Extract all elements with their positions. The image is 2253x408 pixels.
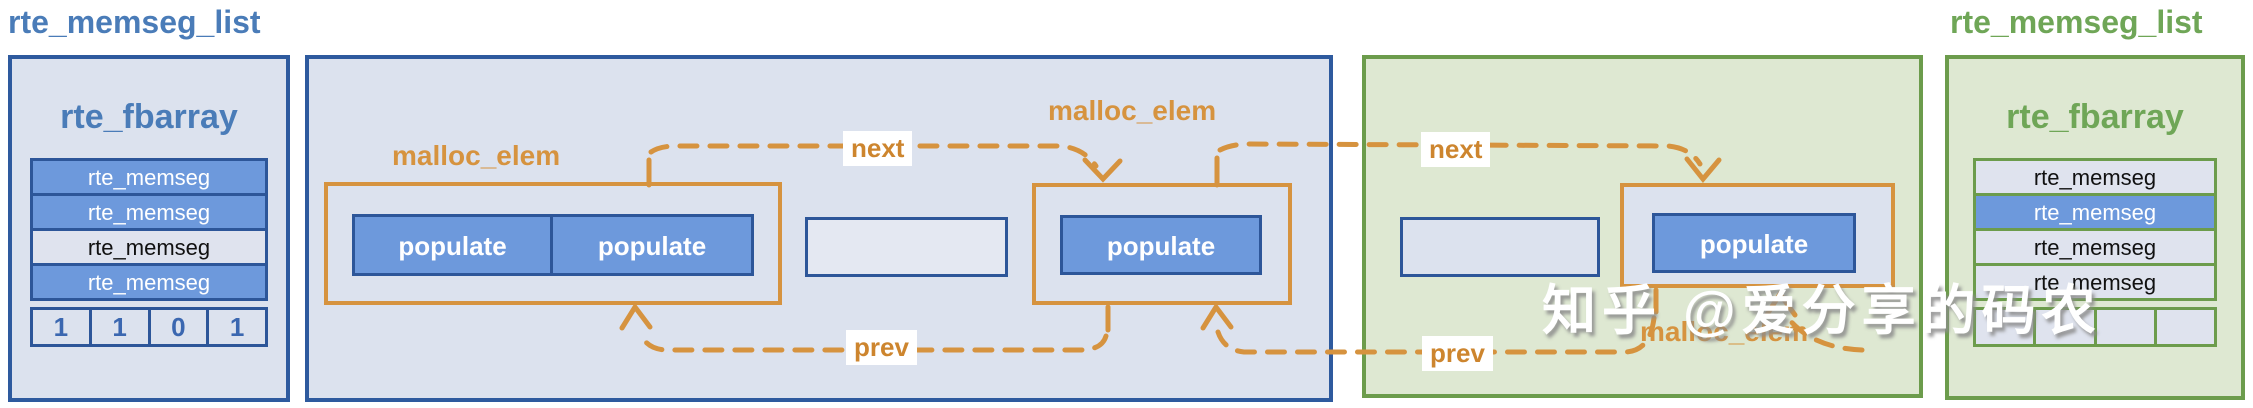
free-segment [805, 217, 1008, 277]
prev-label: prev [1422, 336, 1493, 371]
bit-cell: 1 [30, 307, 92, 347]
bit-cell: 1 [206, 307, 268, 347]
populate-segment: populate [352, 214, 553, 276]
malloc-elem-box-1 [324, 182, 782, 305]
left-bitmask-row: 1 1 0 1 [30, 307, 268, 347]
bit-cell: 0 [147, 307, 210, 347]
right-memseg-list-title: rte_memseg_list [1950, 4, 2203, 40]
bit-cell [2033, 307, 2097, 347]
right-fbarray-title: rte_fbarray [2006, 98, 2184, 136]
bit-cell [2153, 307, 2217, 347]
free-segment [1400, 217, 1600, 277]
left-fbarray-rows: rte_memseg rte_memseg rte_memseg rte_mem… [30, 158, 268, 301]
memseg-row: rte_memseg [1973, 228, 2217, 266]
next-label: next [1421, 132, 1491, 167]
memseg-row: rte_memseg [1973, 158, 2217, 196]
malloc-elem-label: malloc_elem [1640, 316, 1809, 347]
memseg-row: rte_memseg [30, 228, 268, 266]
right-fbarray-rows: rte_memseg rte_memseg rte_memseg rte_mem… [1973, 158, 2217, 301]
malloc-elem-label: malloc_elem [392, 140, 561, 171]
left-memseg-list-title: rte_memseg_list [8, 4, 261, 40]
memseg-row: rte_memseg [30, 158, 268, 196]
malloc-elem-box-2 [1032, 183, 1292, 305]
memseg-row: rte_memseg [30, 193, 268, 231]
next-label: next [843, 131, 913, 166]
prev-label: prev [846, 330, 917, 365]
memseg-row: rte_memseg [1973, 263, 2217, 301]
malloc-elem-label: malloc_elem [1048, 95, 1217, 126]
bit-cell: 1 [88, 307, 151, 347]
right-bitmask-row [1973, 307, 2217, 347]
populate-segment: populate [1652, 213, 1856, 273]
populate-segment: populate [550, 214, 754, 276]
populate-segment: populate [1060, 215, 1262, 275]
bit-cell [2093, 307, 2157, 347]
left-fbarray-title: rte_fbarray [60, 98, 238, 136]
memseg-row: rte_memseg [1973, 193, 2217, 231]
watermark: 知乎 @爱分享的码农 [1542, 281, 2102, 341]
memseg-row: rte_memseg [30, 263, 268, 301]
